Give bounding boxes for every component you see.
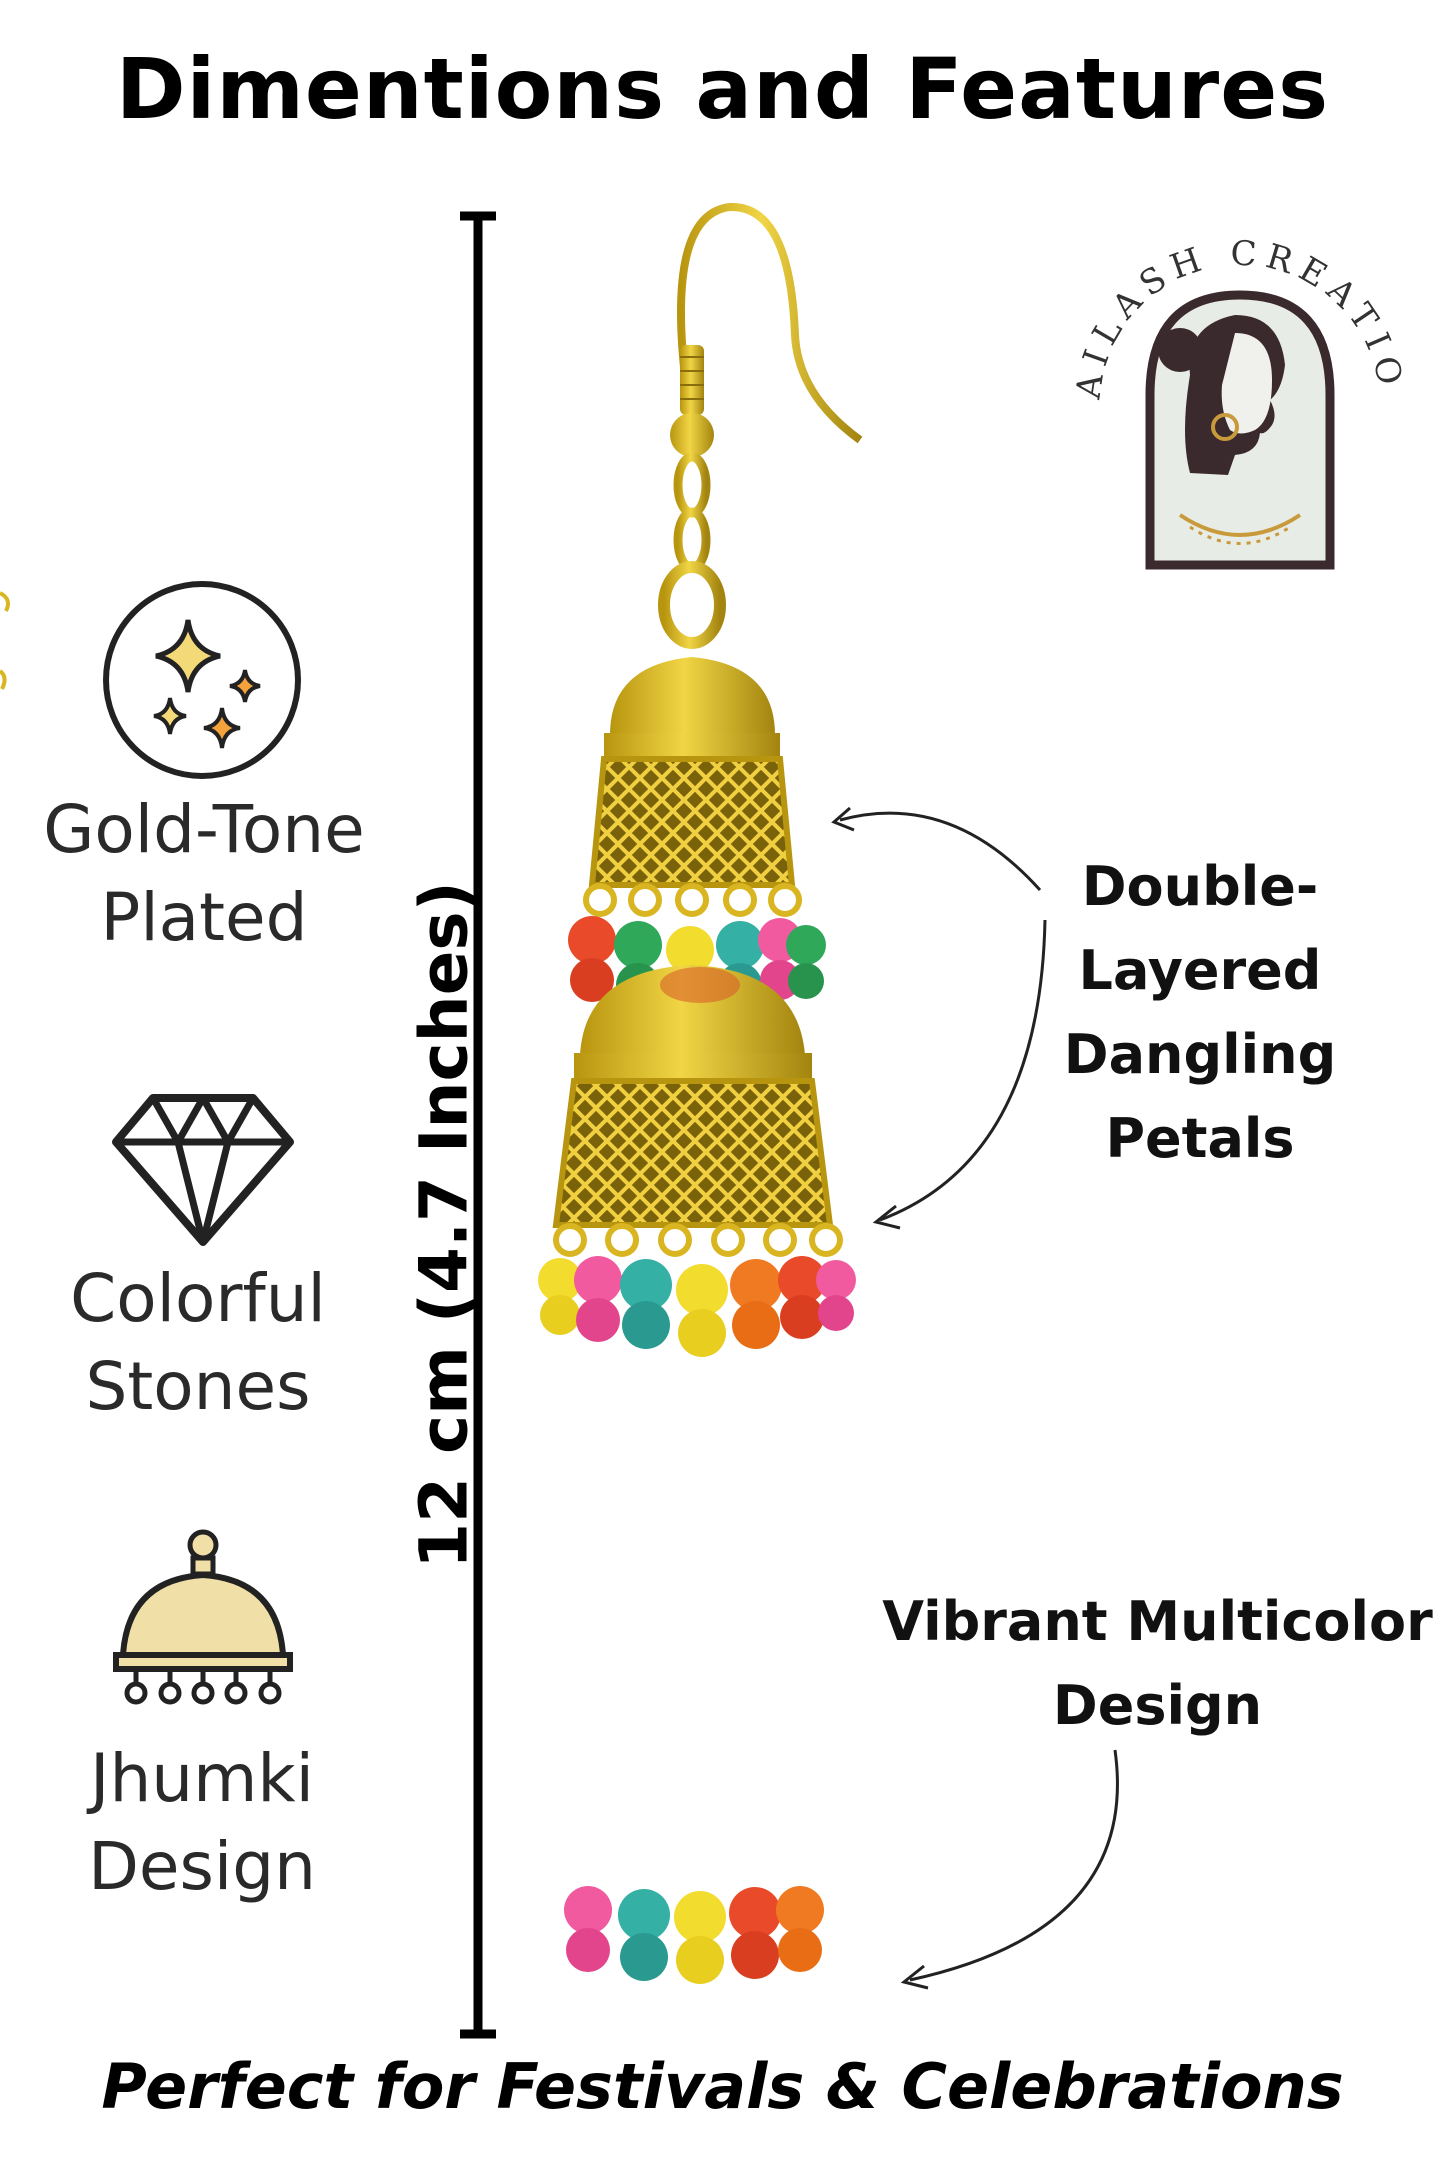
woman-portrait-icon [1158, 315, 1302, 545]
footer-tagline: Perfect for Festivals & Celebrations [101, 2050, 1344, 2123]
feature-colorful-stones: Colorful Stones [8, 1255, 388, 1431]
brand-logo: KAILASH CREATION [1060, 215, 1403, 570]
callout-line: Petals [1105, 1107, 1295, 1170]
callout-double-layered: Double- Layered Dangling Petals [1050, 845, 1350, 1181]
page-title: Dimentions and Features [115, 40, 1330, 138]
edge-hook-fragment [0, 591, 10, 690]
feature-line: Design [88, 1828, 316, 1905]
feature-line: Jhumki [90, 1740, 314, 1817]
callout-line: Layered [1078, 939, 1322, 1002]
feature-line: Colorful [70, 1260, 326, 1337]
callout-line: Design [1052, 1674, 1263, 1737]
jhumki-icon [113, 1529, 293, 1705]
feature-gold-tone: Gold-Tone Plated [14, 786, 394, 962]
feature-jhumki-design: Jhumki Design [12, 1735, 392, 1911]
dimension-label: 12 cm (4.7 Inches) [405, 881, 483, 1569]
feature-line: Gold-Tone [43, 791, 365, 868]
jhumka-earring-image [538, 202, 863, 1984]
callout-line: Vibrant Multicolor [882, 1590, 1433, 1653]
callout-line: Dangling [1063, 1023, 1337, 1086]
feature-line: Stones [85, 1348, 311, 1425]
arrow-multicolor [900, 1749, 1119, 1990]
diamond-icon [112, 1094, 294, 1246]
dimension-bar [460, 211, 496, 2039]
callout-line: Double- [1081, 855, 1319, 918]
callout-vibrant-multicolor: Vibrant Multicolor Design [880, 1580, 1435, 1748]
feature-line: Plated [100, 879, 308, 956]
arrow-layered [831, 806, 1047, 1230]
sparkle-icon [103, 581, 301, 779]
